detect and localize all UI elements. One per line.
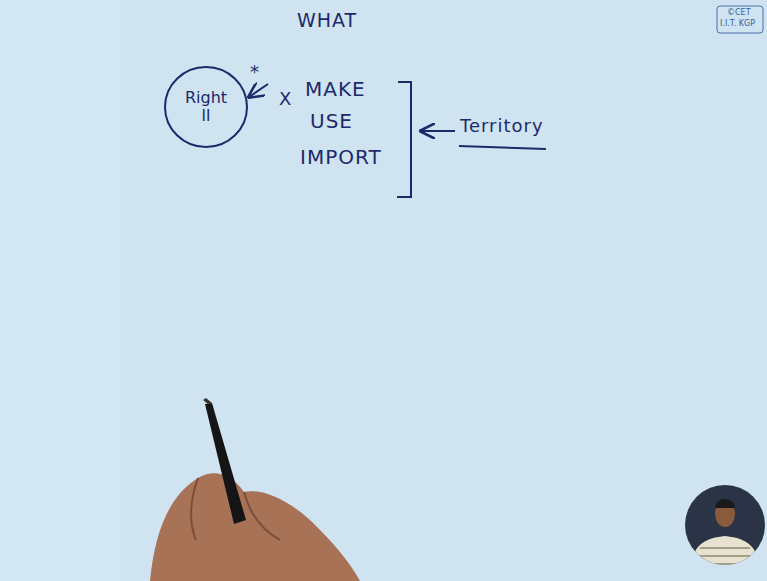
- asterisk: *: [250, 62, 260, 82]
- territory-note: Territory: [460, 116, 544, 136]
- heading: WHAT: [297, 10, 357, 31]
- logo-box: [717, 6, 763, 33]
- board-glare: [0, 0, 120, 581]
- pointer-arrow: [249, 84, 268, 97]
- pointer-arrow: [421, 130, 455, 132]
- hand-illustration: [150, 398, 360, 581]
- bracket: [397, 82, 411, 197]
- logo-text: ©CET: [727, 9, 751, 18]
- underline: [459, 146, 546, 149]
- right-item: USE: [310, 110, 353, 132]
- circle-text: II: [202, 108, 211, 125]
- circle-text: Right: [185, 89, 227, 107]
- circle-outline: [165, 67, 247, 147]
- presenter-inset: [685, 485, 765, 570]
- concept-circle: RightII: [164, 65, 248, 149]
- logo-text: I.I.T. KGP: [720, 20, 755, 29]
- right-item: IMPORT: [300, 146, 382, 168]
- right-item: MAKE: [305, 78, 366, 100]
- cross-mark: X: [279, 89, 292, 109]
